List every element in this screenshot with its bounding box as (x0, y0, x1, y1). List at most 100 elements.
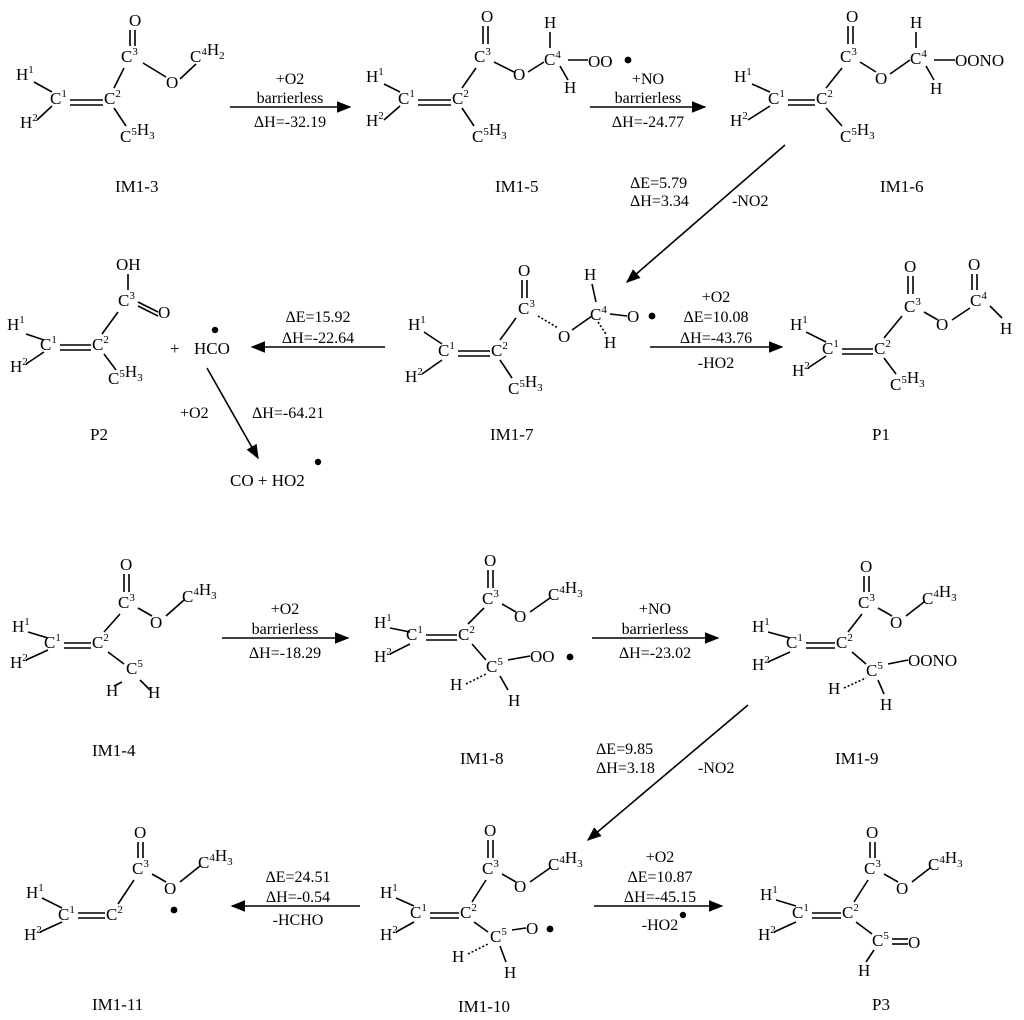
svg-text:O: O (890, 613, 902, 632)
svg-text:C2: C2 (92, 334, 109, 354)
arrow-a4: ΔE=15.92 ΔH=-22.64 (250, 309, 385, 353)
svg-text:C5H3: C5H3 (472, 120, 507, 146)
svg-text:ΔH=-64.21: ΔH=-64.21 (252, 405, 324, 422)
svg-text:C2: C2 (452, 88, 469, 108)
svg-text:O: O (158, 303, 170, 322)
svg-text:H: H (880, 695, 892, 714)
svg-text:OONO: OONO (955, 51, 1004, 70)
svg-text:ΔH=-22.64: ΔH=-22.64 (282, 330, 354, 347)
svg-text:C5: C5 (126, 658, 143, 678)
svg-text:C2: C2 (491, 340, 508, 360)
svg-text:H: H (930, 79, 942, 98)
svg-text:H2: H2 (730, 110, 748, 130)
svg-text:O: O (896, 879, 908, 898)
svg-text:C1: C1 (406, 624, 423, 644)
svg-text:ΔH=3.34: ΔH=3.34 (630, 193, 689, 210)
svg-text:ΔH=-45.15: ΔH=-45.15 (624, 889, 696, 906)
svg-text:C2: C2 (842, 902, 859, 922)
molecule-im1-3: H1 H2 C1 C2 C3 O O C4H2 C5H3 IM1-3 (16, 11, 225, 196)
svg-text:O: O (968, 255, 980, 274)
svg-text:O: O (134, 823, 146, 842)
svg-text:H2: H2 (10, 356, 28, 376)
svg-text:+O2: +O2 (271, 601, 300, 618)
svg-text:barrierless: barrierless (622, 621, 689, 638)
svg-text:CO + HO2: CO + HO2 (230, 471, 305, 490)
arrow-a7: +O2 barrierless ΔH=-18.29 (222, 601, 350, 662)
arrow-a9: ΔE=9.85 ΔH=3.18 -NO2 (586, 704, 749, 841)
svg-text:ΔH=-32.19: ΔH=-32.19 (254, 114, 326, 131)
svg-text:C1: C1 (44, 632, 61, 652)
svg-text:barrierless: barrierless (615, 90, 682, 107)
svg-text:H2: H2 (20, 112, 38, 132)
svg-text:O: O (514, 877, 526, 896)
svg-text:H2: H2 (405, 366, 423, 386)
svg-text:C2: C2 (816, 88, 833, 108)
svg-text:H: H (564, 78, 576, 97)
svg-text:+NO: +NO (632, 71, 664, 88)
svg-text:O: O (166, 73, 178, 92)
arrow-a6: +O2 ΔH=-64.21 (180, 367, 324, 460)
svg-text:C4H3: C4H3 (928, 848, 963, 874)
svg-text:H: H (910, 13, 922, 32)
svg-text:ΔH=3.18: ΔH=3.18 (596, 760, 655, 777)
svg-text:C3: C3 (518, 298, 535, 318)
svg-text:H1: H1 (16, 64, 34, 84)
svg-text:H: H (106, 681, 118, 700)
svg-text:ΔH=-23.02: ΔH=-23.02 (619, 645, 691, 662)
svg-text:H1: H1 (790, 314, 808, 334)
svg-text:C5: C5 (490, 926, 507, 946)
svg-text:O: O (481, 7, 493, 26)
svg-text:-NO2: -NO2 (698, 760, 734, 777)
svg-text:C3: C3 (132, 858, 149, 878)
svg-text:O: O (526, 919, 538, 938)
svg-text:+NO: +NO (639, 601, 671, 618)
svg-text:H2: H2 (366, 110, 384, 130)
arrow-a10: ΔE=24.51 ΔH=-0.54 -HCHO (230, 869, 360, 929)
svg-text:C1: C1 (398, 88, 415, 108)
arrow-a1: +O2 barrierless ΔH=-32.19 (230, 71, 352, 131)
svg-text:ΔE=9.85: ΔE=9.85 (596, 741, 653, 758)
svg-text:OO: OO (530, 647, 555, 666)
svg-text:H1: H1 (12, 616, 30, 636)
svg-text:C4H3: C4H3 (198, 846, 233, 872)
svg-text:C3: C3 (858, 592, 875, 612)
arrow-a8: +NO barrierless ΔH=-23.02 (592, 601, 720, 662)
svg-text:O: O (904, 257, 916, 276)
svg-text:H1: H1 (752, 616, 770, 636)
svg-text:C5H3: C5H3 (840, 120, 875, 146)
svg-text:C3: C3 (118, 290, 135, 310)
species-hco: HCO (194, 326, 230, 358)
svg-text:C5H3: C5H3 (508, 372, 543, 398)
svg-text:ΔE=24.51: ΔE=24.51 (265, 869, 330, 886)
svg-text:O: O (908, 933, 920, 952)
svg-text:O: O (860, 557, 872, 576)
label-p1: P1 (872, 425, 890, 444)
svg-text:C1: C1 (786, 632, 803, 652)
svg-text:O: O (129, 11, 141, 30)
svg-text:O: O (484, 551, 496, 570)
plus-sign: + (170, 339, 180, 358)
svg-text:O: O (150, 613, 162, 632)
svg-text:C2: C2 (458, 624, 475, 644)
svg-text:O: O (558, 327, 570, 346)
molecule-im1-8: O C3 O C4H3 H1 H2 C1 C2 C5 OO H H IM1-8 (374, 551, 583, 768)
svg-text:C4H3: C4H3 (548, 578, 583, 604)
svg-text:C4: C4 (910, 48, 927, 68)
svg-text:C4H3: C4H3 (548, 848, 583, 874)
label-p3: P3 (872, 995, 890, 1014)
svg-text:C4: C4 (544, 49, 561, 69)
svg-text:C3: C3 (482, 588, 499, 608)
svg-text:barrierless: barrierless (257, 90, 324, 107)
svg-text:H: H (504, 963, 516, 982)
svg-text:C2: C2 (104, 88, 121, 108)
molecule-p2: OH C3 O H1 H2 C1 C2 C5H3 P2 (7, 255, 170, 444)
svg-text:O: O (164, 879, 176, 898)
molecule-im1-5: H1 H2 C1 C2 C3 O O H C4 OO H C5H3 IM1-5 (366, 7, 632, 196)
svg-text:C3: C3 (840, 46, 857, 66)
svg-text:+O2: +O2 (702, 289, 731, 306)
svg-text:C5: C5 (872, 930, 889, 950)
label-im1-4: IM1-4 (92, 741, 136, 760)
svg-text:H1: H1 (374, 612, 392, 632)
svg-text:ΔH=-0.54: ΔH=-0.54 (266, 889, 330, 906)
svg-text:H1: H1 (380, 882, 398, 902)
